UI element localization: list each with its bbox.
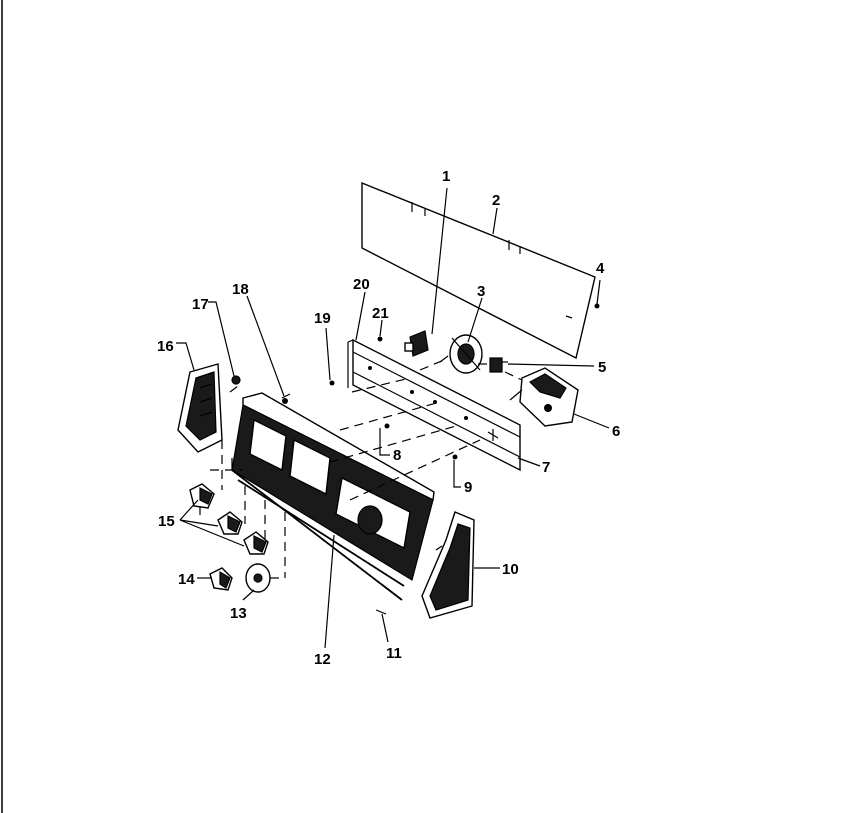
callout-6: 6 — [612, 423, 620, 440]
callout-2: 2 — [492, 192, 500, 209]
knobs — [189, 483, 269, 555]
small-knob — [209, 567, 233, 591]
callout-11: 11 — [386, 645, 402, 662]
screws — [282, 303, 600, 615]
callout-14: 14 — [178, 571, 195, 588]
callout-9: 9 — [464, 479, 472, 496]
callout-18: 18 — [232, 281, 249, 298]
selector-dial — [439, 334, 483, 374]
callout-15: 15 — [158, 513, 175, 530]
callout-19: 19 — [314, 310, 331, 327]
callout-20: 20 — [353, 276, 370, 293]
dial-knob — [245, 563, 271, 593]
callout-5: 5 — [598, 359, 606, 376]
timer-part — [509, 367, 579, 427]
mounting-bracket — [347, 338, 521, 472]
callout-8: 8 — [393, 447, 401, 464]
callout-1: 1 — [442, 168, 450, 185]
callout-17: 17 — [192, 296, 209, 313]
leader-lines — [176, 187, 610, 649]
right-end-cap — [421, 511, 475, 619]
callout-12: 12 — [314, 651, 331, 668]
clip-part — [231, 375, 241, 385]
switch-part — [404, 330, 429, 357]
callout-16: 16 — [157, 338, 174, 355]
callout-4: 4 — [596, 260, 605, 277]
left-end-cap — [177, 363, 223, 453]
assembly-lines — [199, 359, 523, 579]
callout-13: 13 — [230, 605, 247, 622]
callout-labels: 1 2 3 4 5 6 7 8 9 10 11 12 13 14 15 16 1… — [157, 168, 620, 668]
callout-3: 3 — [477, 283, 485, 300]
rear-cover-panel — [361, 181, 596, 360]
small-switch — [489, 357, 508, 373]
callout-7: 7 — [542, 459, 550, 476]
control-console — [231, 392, 435, 601]
callout-10: 10 — [502, 561, 519, 578]
callout-21: 21 — [372, 305, 389, 322]
